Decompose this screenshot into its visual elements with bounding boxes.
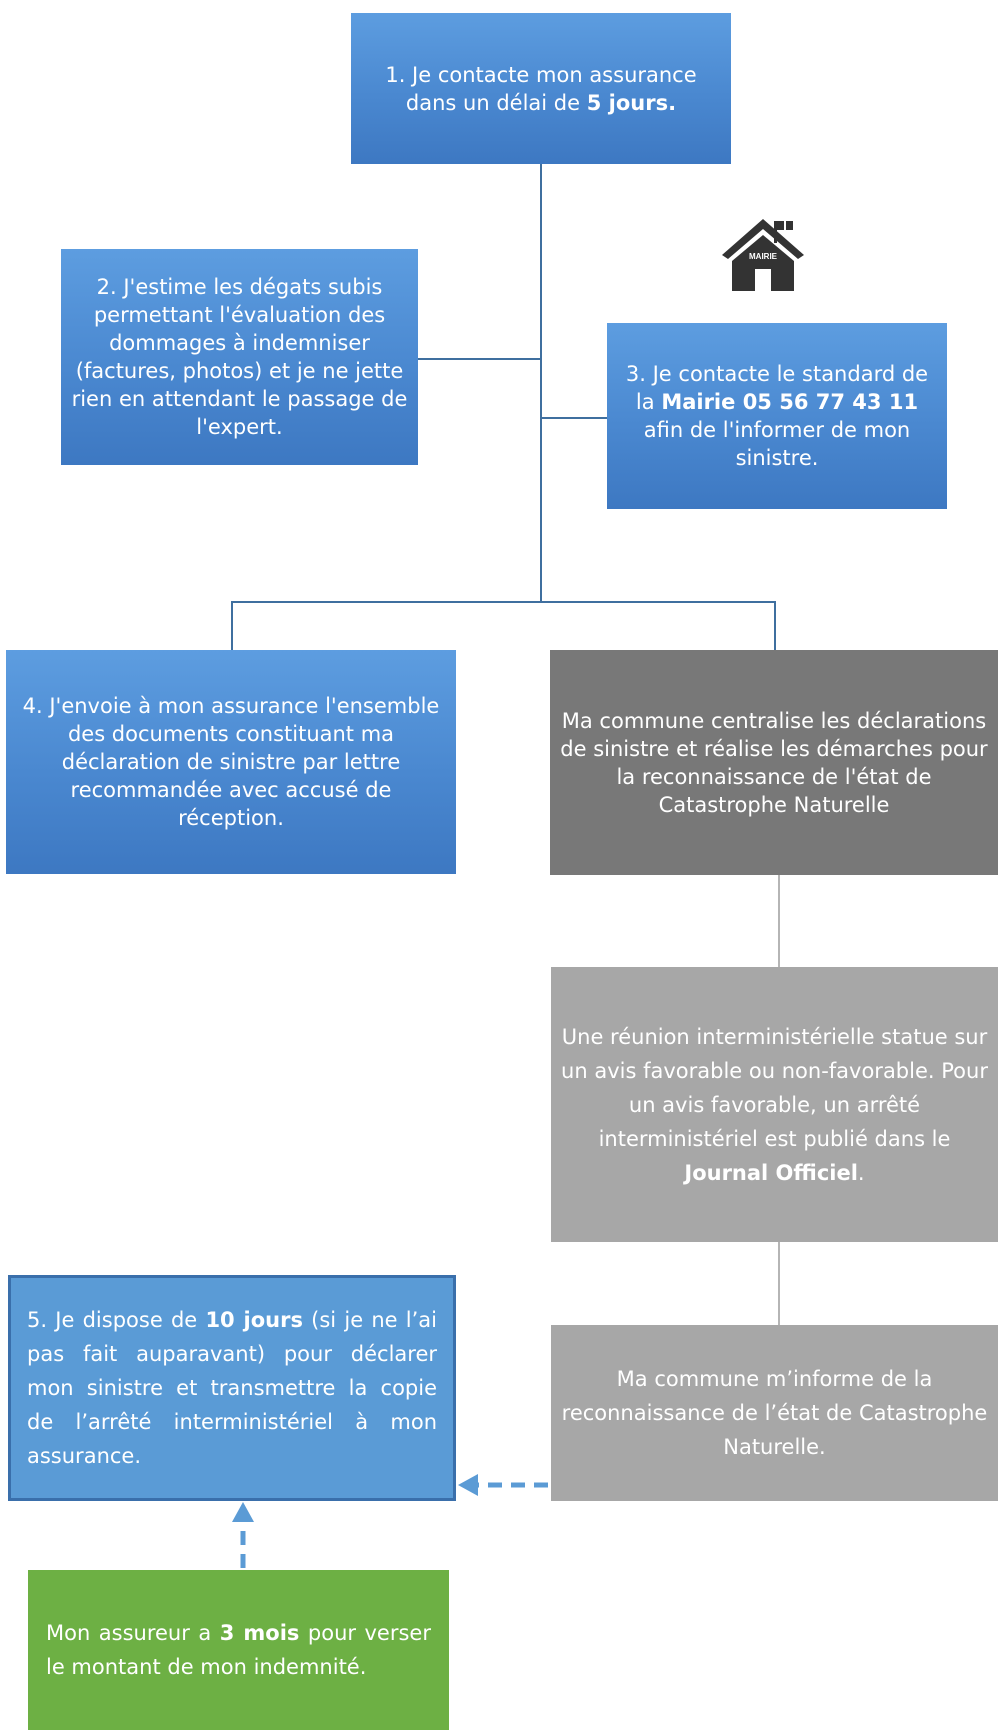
town-hall-house-icon: MAIRIE xyxy=(720,215,806,295)
step1-box: 1. Je contacte mon assurance dans un dél… xyxy=(351,13,731,164)
mairie-label: MAIRIE xyxy=(749,252,778,261)
connector-step4 xyxy=(231,601,233,650)
commune-centralise-text: Ma commune centralise les déclarations d… xyxy=(560,708,988,817)
step4-box: 4. J'envoie à mon assurance l'ensemble d… xyxy=(6,650,456,874)
connector-split xyxy=(231,601,776,603)
assureur-box: Mon assureur a 3 mois pour verser le mon… xyxy=(28,1570,449,1730)
step3-box: 3. Je contacte le standard de la Mairie … xyxy=(607,323,947,509)
reunion-box: Une réunion interministérielle statue su… xyxy=(551,967,998,1242)
step5-deadline: 10 jours xyxy=(205,1308,303,1332)
step5-text: 5. Je dispose de xyxy=(27,1308,206,1332)
connector-trunk xyxy=(540,164,542,602)
connector-commune xyxy=(774,601,776,650)
assureur-text: Mon assureur a xyxy=(46,1621,220,1645)
step1-deadline: 5 jours. xyxy=(586,90,677,115)
connector-step3 xyxy=(541,417,608,419)
connector-commune-reunion xyxy=(778,875,780,967)
step3-text: 3. Je contacte le standard de la xyxy=(625,362,929,414)
assureur-deadline: 3 mois xyxy=(219,1621,300,1645)
step2-box: 2. J'estime les dégats subis permettant … xyxy=(61,249,418,465)
connector-reunion-informe xyxy=(778,1242,780,1325)
commune-informe-text: Ma commune m’informe de la reconnaissanc… xyxy=(561,1367,988,1459)
step5-box: 5. Je dispose de 10 jours (si je ne l’ai… xyxy=(8,1275,456,1501)
connector-step2 xyxy=(417,358,541,360)
step2-text: 2. J'estime les dégats subis permettant … xyxy=(71,275,408,439)
step1-text: 1. Je contacte mon assurance dans un dél… xyxy=(385,62,697,115)
journal-officiel: Journal Officiel xyxy=(684,1160,858,1185)
commune-centralise-box: Ma commune centralise les déclarations d… xyxy=(550,650,998,875)
commune-informe-box: Ma commune m’informe de la reconnaissanc… xyxy=(551,1325,998,1501)
step4-text: 4. J'envoie à mon assurance l'ensemble d… xyxy=(22,694,440,830)
step3-mairie-phone: Mairie 05 56 77 43 11 xyxy=(661,390,919,414)
reunion-text: Une réunion interministérielle statue su… xyxy=(561,1024,988,1151)
